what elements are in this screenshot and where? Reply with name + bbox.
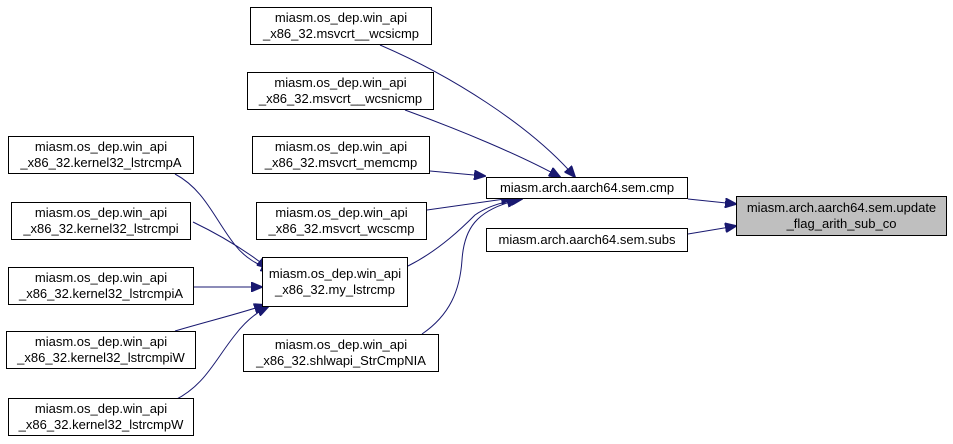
- node-label-line-2: _x86_32.shlwapi_StrCmpNIA: [256, 353, 426, 368]
- node-label-line-2: _x86_32.my_lstrcmp: [275, 282, 395, 297]
- edge-memcmp-to-cmp: [429, 171, 485, 176]
- edge-lstrcmpi-to-my_lstrcmp: [192, 221, 268, 268]
- node-label-line-2: _flag_arith_sub_co: [786, 216, 897, 231]
- node-label-line-1: miasm.arch.aarch64.sem.cmp: [499, 180, 675, 195]
- node-label-line-1: miasm.os_dep.win_api: [275, 205, 408, 220]
- node-kernel32-lstrcmpa[interactable]: miasm.os_dep.win_api _x86_32.kernel32_ls…: [8, 136, 194, 174]
- node-label-line-2: _x86_32.kernel32_lstrcmpiA: [18, 286, 184, 301]
- edge-subs-to-update: [687, 226, 736, 235]
- node-label-line-1: miasm.os_dep.win_api: [34, 139, 168, 154]
- node-label-line-1: miasm.os_dep.win_api: [34, 401, 168, 416]
- node-label-line-1: miasm.os_dep.win_api: [274, 337, 408, 352]
- node-kernel32-lstrcmpw[interactable]: miasm.os_dep.win_api _x86_32.kernel32_ls…: [8, 398, 194, 436]
- node-label-line-2: _x86_32.kernel32_lstrcmpA: [20, 155, 182, 170]
- node-kernel32-lstrcmpi[interactable]: miasm.os_dep.win_api _x86_32.kernel32_ls…: [11, 202, 191, 240]
- node-label-line-2: _x86_32.msvcrt_wcscmp: [268, 221, 415, 236]
- node-label-line-1: miasm.os_dep.win_api: [268, 266, 402, 281]
- edge-strcmpnia-to-cmp: [421, 200, 518, 335]
- node-aarch64-subs[interactable]: miasm.arch.aarch64.sem.subs: [486, 228, 688, 252]
- edge-wcsicmp-to-cmp: [379, 44, 575, 177]
- node-msvcrt-memcmp[interactable]: miasm.os_dep.win_api _x86_32.msvcrt_memc…: [252, 136, 430, 174]
- node-label-line-2: _x86_32.kernel32_lstrcmpi: [23, 221, 179, 236]
- edge-wcsnicmp-to-cmp: [404, 109, 560, 177]
- node-label-line-1: miasm.os_dep.win_api: [34, 270, 168, 285]
- node-label-line-1: miasm.os_dep.win_api: [274, 75, 407, 90]
- node-msvcrt-wcsicmp[interactable]: miasm.os_dep.win_api _x86_32.msvcrt__wcs…: [250, 7, 432, 45]
- node-label-line-2: _x86_32.msvcrt__wcsicmp: [262, 26, 420, 41]
- node-label-line-2: _x86_32.kernel32_lstrcmpiW: [17, 350, 185, 365]
- node-label-line-2: _x86_32.msvcrt__wcsnicmp: [258, 91, 423, 106]
- node-shlwapi-strcmpnia[interactable]: miasm.os_dep.win_api _x86_32.shlwapi_Str…: [243, 334, 439, 372]
- node-msvcrt-wcscmp[interactable]: miasm.os_dep.win_api _x86_32.msvcrt_wcsc…: [256, 202, 427, 240]
- node-aarch64-cmp[interactable]: miasm.arch.aarch64.sem.cmp: [486, 177, 688, 199]
- edge-my_lstrcmp-to-cmp: [407, 199, 522, 267]
- node-label-line-1: miasm.os_dep.win_api: [274, 139, 408, 154]
- node-label-line-1: miasm.os_dep.win_api: [34, 334, 168, 349]
- node-label-line-1: miasm.os_dep.win_api: [34, 205, 168, 220]
- edge-wcscmp-to-cmp: [426, 198, 512, 211]
- node-my-lstrcmp[interactable]: miasm.os_dep.win_api _x86_32.my_lstrcmp: [262, 257, 408, 307]
- node-update-flag-arith-sub-co[interactable]: miasm.arch.aarch64.sem.update _flag_arit…: [736, 196, 947, 236]
- node-label-line-1: miasm.arch.aarch64.sem.update: [746, 200, 937, 215]
- node-label-line-2: _x86_32.kernel32_lstrcmpW: [18, 417, 184, 432]
- node-label-line-1: miasm.arch.aarch64.sem.subs: [498, 232, 676, 247]
- node-label-line-2: _x86_32.msvcrt_memcmp: [264, 155, 418, 170]
- edge-cmp-to-update: [687, 199, 736, 204]
- node-kernel32-lstrcmpia[interactable]: miasm.os_dep.win_api _x86_32.kernel32_ls…: [8, 267, 194, 305]
- edge-lstrcmpW-to-my_lstrcmp: [174, 307, 268, 401]
- node-kernel32-lstrcmpiw[interactable]: miasm.os_dep.win_api _x86_32.kernel32_ls…: [6, 331, 196, 369]
- node-msvcrt-wcsnicmp[interactable]: miasm.os_dep.win_api _x86_32.msvcrt__wcs…: [247, 72, 434, 110]
- node-label-line-1: miasm.os_dep.win_api: [274, 10, 408, 25]
